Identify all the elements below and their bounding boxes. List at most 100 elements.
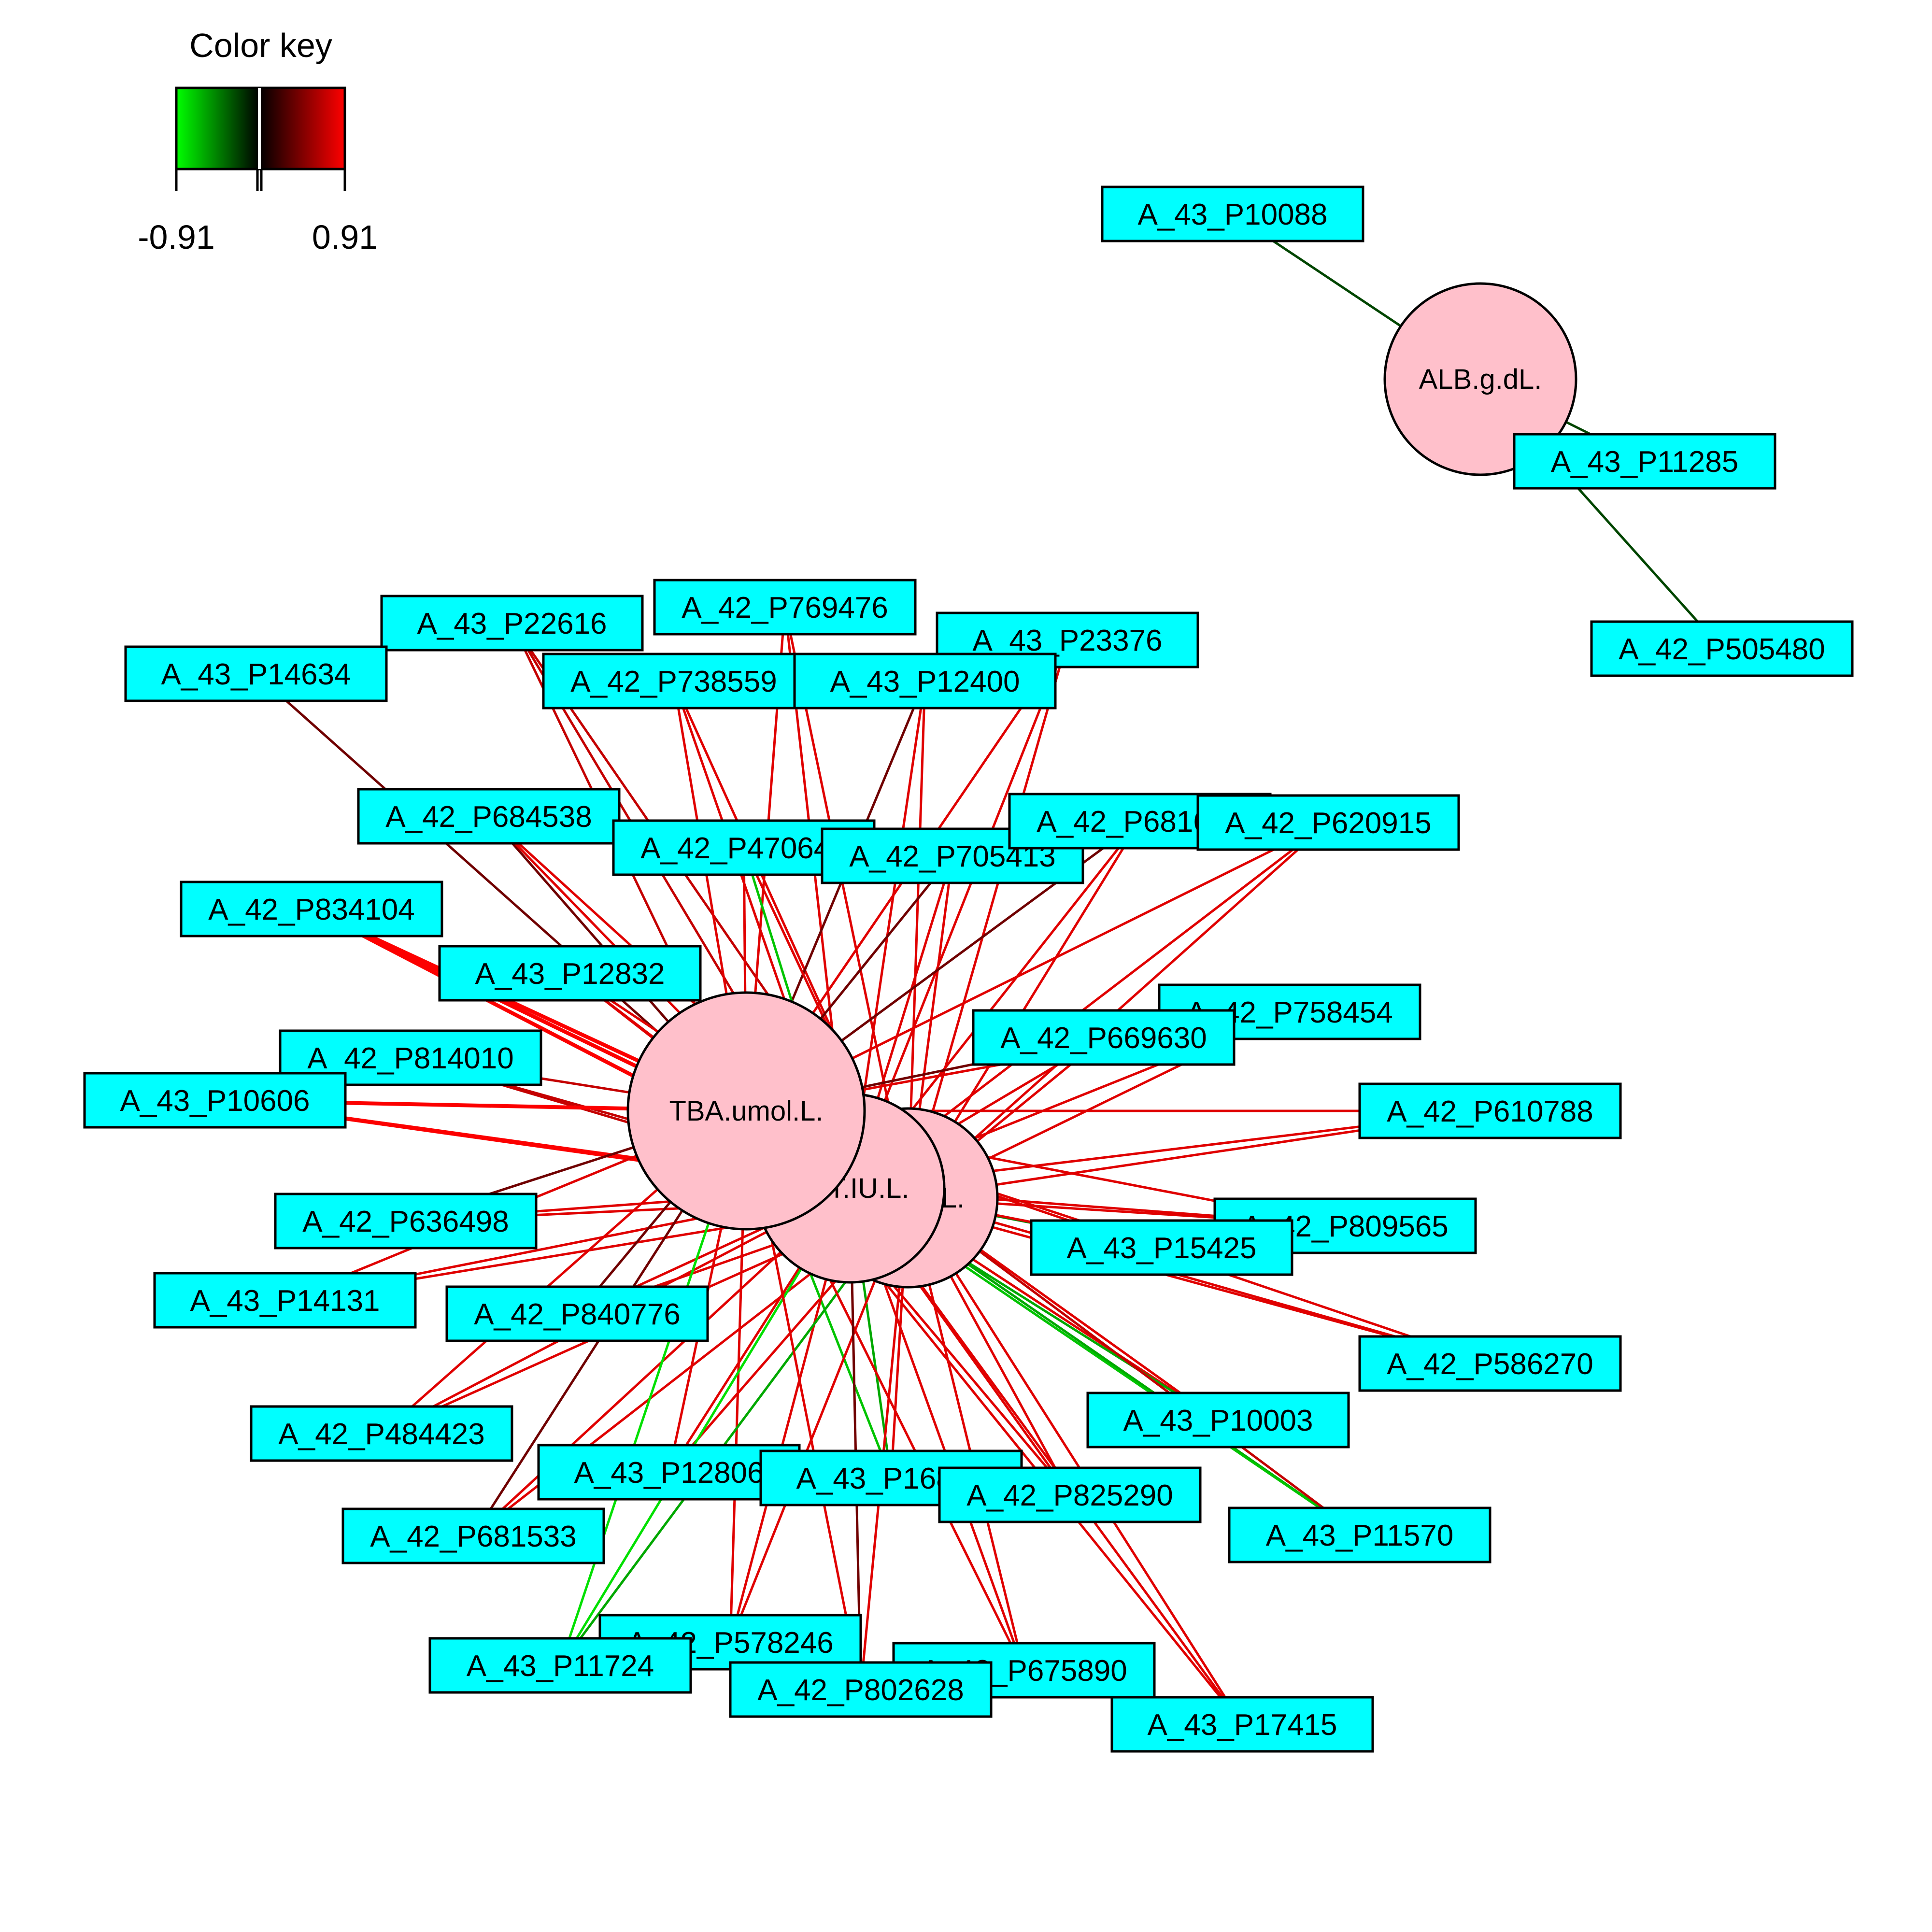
gene-box [653,579,917,636]
color-key-positive-bar [258,86,346,170]
gene-box [438,945,702,1002]
gene-label: A_43_P14634 [161,658,351,691]
gene-label: A_42_P814010 [307,1042,514,1075]
gene-box [445,1285,709,1342]
color-key-title: Color key [189,27,332,64]
gene-node-a-43-p12400[interactable]: A_43_P12400 [793,653,1057,710]
gene-label: A_43_P11570 [1266,1519,1453,1552]
gene-label: A_43_P22616 [417,607,607,640]
gene-node-a-42-p610788[interactable]: A_42_P610788 [1358,1082,1622,1139]
gene-node-a-43-p22616[interactable]: A_43_P22616 [380,595,644,652]
hub-circle [1383,282,1577,476]
gene-node-a-42-p505480[interactable]: A_42_P505480 [1590,620,1854,677]
gene-node-a-42-p802628[interactable]: A_42_P802628 [729,1661,993,1718]
gene-label: A_43_P11724 [467,1649,654,1683]
gene-node-a-43-p11285[interactable]: A_43_P11285 [1513,433,1776,490]
gene-box [1086,1392,1350,1449]
gene-label: A_43_P15425 [1066,1232,1256,1265]
gene-node-a-43-p11570[interactable]: A_43_P11570 [1228,1506,1492,1563]
gene-box [542,653,806,710]
gene-label: A_43_P10003 [1123,1404,1313,1437]
gene-label: A_42_P769476 [682,591,888,625]
gene-box [250,1405,513,1462]
gene-box [1110,1696,1374,1753]
gene-node-a-43-p12806[interactable]: A_43_P12806 [537,1444,801,1501]
gene-label: A_42_P586270 [1387,1348,1593,1381]
gene-node-a-43-p23376[interactable]: A_43_P23376 [936,611,1199,668]
gene-label: A_43_P17415 [1147,1708,1337,1742]
gene-node-a-42-p814010[interactable]: A_42_P814010 [279,1029,542,1086]
gene-box [1358,1082,1622,1139]
hub-node-layer: ALB.g.dL.ALT.IU.L.AST.IU.L.TBA.umol.L. [626,282,1577,1289]
gene-label: A_43_P12806 [574,1456,764,1490]
color-key-min-label: -0.91 [138,218,215,256]
edge-g06-ast [849,639,1069,1189]
gene-node-a-43-p10088[interactable]: A_43_P10088 [1101,185,1364,242]
hub-label: TBA.umol.L. [669,1095,823,1127]
edge-g06-alt [907,639,1069,1198]
gene-label: A_42_P610788 [1387,1095,1593,1128]
color-key-negative-bar [175,86,261,170]
gene-label: A_43_P10088 [1137,198,1327,231]
gene-label: A_43_P12400 [830,665,1020,698]
gene-box [938,1466,1202,1523]
gene-box [1590,620,1854,677]
gene-node-layer: A_43_P10088A_43_P11285A_42_P505480A_43_P… [83,185,1854,1753]
gene-box [180,881,443,938]
gene-box [1196,794,1460,851]
gene-node-a-42-p684538[interactable]: A_42_P684538 [357,788,621,845]
color-key-max-label: 0.91 [312,218,378,256]
gene-node-a-43-p14131[interactable]: A_43_P14131 [153,1272,417,1329]
gene-box [1513,433,1776,490]
gene-node-a-43-p10606[interactable]: A_43_P10606 [83,1072,347,1129]
gene-box [1228,1506,1492,1563]
gene-label: A_43_P23376 [972,624,1162,657]
gene-box [537,1444,801,1501]
gene-node-a-42-p620915[interactable]: A_42_P620915 [1196,794,1460,851]
gene-node-a-42-p769476[interactable]: A_42_P769476 [653,579,917,636]
gene-label: A_42_P669630 [1000,1022,1207,1055]
gene-node-a-42-p834104[interactable]: A_42_P834104 [180,881,443,938]
gene-label: A_43_P12832 [475,957,665,991]
gene-box [83,1072,347,1129]
gene-node-a-42-p484423[interactable]: A_42_P484423 [250,1405,513,1462]
gene-node-a-43-p10003[interactable]: A_43_P10003 [1086,1392,1350,1449]
gene-box [729,1661,993,1718]
hub-circle [626,991,866,1231]
gene-label: A_42_P470649 [640,832,847,865]
gene-box [357,788,621,845]
gene-node-a-43-p17415[interactable]: A_43_P17415 [1110,1696,1374,1753]
hub-label: ALB.g.dL. [1419,364,1542,395]
gene-label: A_42_P825290 [966,1479,1173,1512]
gene-box [972,1009,1236,1066]
gene-node-a-42-p586270[interactable]: A_42_P586270 [1358,1335,1622,1392]
gene-node-a-42-p636498[interactable]: A_42_P636498 [274,1193,538,1250]
gene-node-a-42-p669630[interactable]: A_42_P669630 [972,1009,1236,1066]
gene-box [1101,185,1364,242]
gene-label: A_42_P620915 [1225,807,1432,840]
gene-box [153,1272,417,1329]
gene-node-a-43-p11724[interactable]: A_43_P11724 [428,1637,692,1694]
gene-label: A_42_P484423 [278,1418,485,1451]
gene-label: A_42_P636498 [302,1205,509,1238]
hub-node-tba[interactable]: TBA.umol.L. [626,991,866,1231]
hub-node-alb[interactable]: ALB.g.dL. [1383,282,1577,476]
edge-g39-alt [907,1197,1244,1725]
gene-node-a-43-p15425[interactable]: A_43_P15425 [1030,1219,1293,1276]
gene-node-a-42-p840776[interactable]: A_42_P840776 [445,1285,709,1342]
gene-box [1358,1335,1622,1392]
gene-label: A_42_P802628 [757,1674,964,1707]
color-key: Color key -0.91 0.91 [138,27,378,256]
gene-node-a-43-p12832[interactable]: A_43_P12832 [438,945,702,1002]
gene-label: A_43_P10606 [120,1084,310,1118]
gene-label: A_42_P834104 [208,893,415,926]
gene-label: A_42_P681533 [370,1520,577,1553]
gene-label: A_43_P14131 [190,1284,380,1318]
gene-node-a-42-p738559[interactable]: A_42_P738559 [542,653,806,710]
gene-node-a-42-p681533[interactable]: A_42_P681533 [341,1507,605,1564]
gene-node-a-42-p825290[interactable]: A_42_P825290 [938,1466,1202,1523]
gene-box [341,1507,605,1564]
gene-node-a-43-p14634[interactable]: A_43_P14634 [124,645,388,702]
gene-box [274,1193,538,1250]
